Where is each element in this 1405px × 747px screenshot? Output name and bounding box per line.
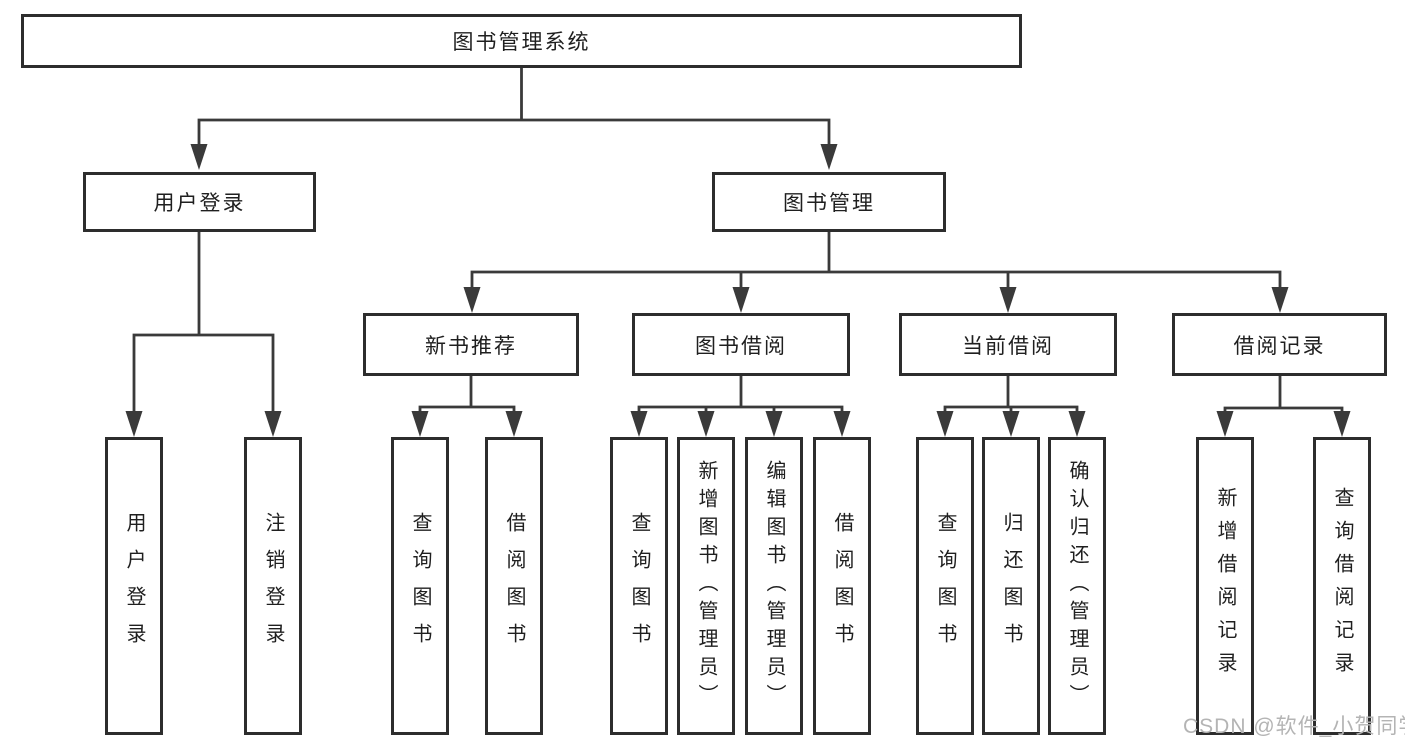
node-label: 用户登录 <box>153 192 246 215</box>
arrow-icon <box>125 411 143 437</box>
arrow-icon <box>697 411 715 437</box>
node-label: 用户登录 <box>123 512 145 660</box>
arrow-icon <box>936 411 954 437</box>
arrow-icon <box>505 411 523 437</box>
node-borrow-records: 借阅记录 <box>1172 313 1387 376</box>
node-leaf-logout: 注销登录 <box>244 437 302 735</box>
node-leaf-borrow-add-admin: 新增图书（管理员） <box>677 437 735 735</box>
node-label: 新书推荐 <box>425 334 517 358</box>
connector-records-branch <box>1223 374 1344 419</box>
arrow-icon <box>1216 411 1234 437</box>
node-label: 查询借阅记录 <box>1331 487 1353 685</box>
node-label: 借阅图书 <box>503 512 525 660</box>
node-label: 图书借阅 <box>695 334 787 358</box>
node-label: 查询图书 <box>628 512 650 660</box>
csdn-watermark: CSDN @软件_小贺同学 <box>1183 715 1405 738</box>
connector-borrow-branch <box>637 374 844 419</box>
node-leaf-newbook-borrow: 借阅图书 <box>485 437 543 735</box>
arrow-icon <box>1271 287 1289 313</box>
arrow-icon <box>630 411 648 437</box>
node-label: 借阅图书 <box>831 512 853 660</box>
node-label: 图书管理 <box>783 192 875 215</box>
connector-login-branch <box>132 230 275 419</box>
node-leaf-user-login: 用户登录 <box>105 437 163 735</box>
connector-newbook-branch <box>418 374 516 419</box>
node-label: 新增借阅记录 <box>1214 487 1236 685</box>
node-label: 编辑图书（管理员） <box>763 460 785 712</box>
node-current-borrow: 当前借阅 <box>899 313 1117 376</box>
node-leaf-current-confirm-admin: 确认归还（管理员） <box>1048 437 1106 735</box>
node-leaf-newbook-query: 查询图书 <box>391 437 449 735</box>
arrow-icon <box>732 287 750 313</box>
node-leaf-current-query: 查询图书 <box>916 437 974 735</box>
node-label: 当前借阅 <box>962 334 1054 358</box>
node-label: 图书管理系统 <box>452 31 591 54</box>
arrow-icon <box>1002 411 1020 437</box>
arrow-icon <box>411 411 429 437</box>
arrow-icon <box>463 287 481 313</box>
node-user-login: 用户登录 <box>83 172 316 232</box>
connector-management-branch <box>470 230 1282 295</box>
arrowheads <box>125 144 1351 437</box>
arrow-icon <box>820 144 838 170</box>
node-label: 归还图书 <box>1000 512 1022 660</box>
node-leaf-current-return: 归还图书 <box>982 437 1040 735</box>
arrow-icon <box>1068 411 1086 437</box>
node-root: 图书管理系统 <box>21 14 1022 68</box>
node-label: 借阅记录 <box>1233 334 1326 358</box>
node-label: 注销登录 <box>262 512 284 660</box>
node-leaf-borrow-edit-admin: 编辑图书（管理员） <box>745 437 803 735</box>
arrow-icon <box>999 287 1017 313</box>
node-book-management: 图书管理 <box>712 172 946 232</box>
node-label: 确认归还（管理员） <box>1066 460 1088 712</box>
node-label: 查询图书 <box>409 512 431 660</box>
arrow-icon <box>765 411 783 437</box>
node-leaf-borrow-query: 查询图书 <box>610 437 668 735</box>
node-label: 查询图书 <box>934 512 956 660</box>
node-leaf-borrow-book: 借阅图书 <box>813 437 871 735</box>
arrow-icon <box>264 411 282 437</box>
connector-root-to-level2 <box>197 66 831 152</box>
node-book-borrow: 图书借阅 <box>632 313 850 376</box>
arrow-icon <box>190 144 208 170</box>
node-leaf-records-add: 新增借阅记录 <box>1196 437 1254 735</box>
node-leaf-records-query: 查询借阅记录 <box>1313 437 1371 735</box>
arrow-icon <box>833 411 851 437</box>
node-label: 新增图书（管理员） <box>695 460 717 712</box>
node-new-book-recommend: 新书推荐 <box>363 313 579 376</box>
connector-current-branch <box>943 374 1079 419</box>
arrow-icon <box>1333 411 1351 437</box>
